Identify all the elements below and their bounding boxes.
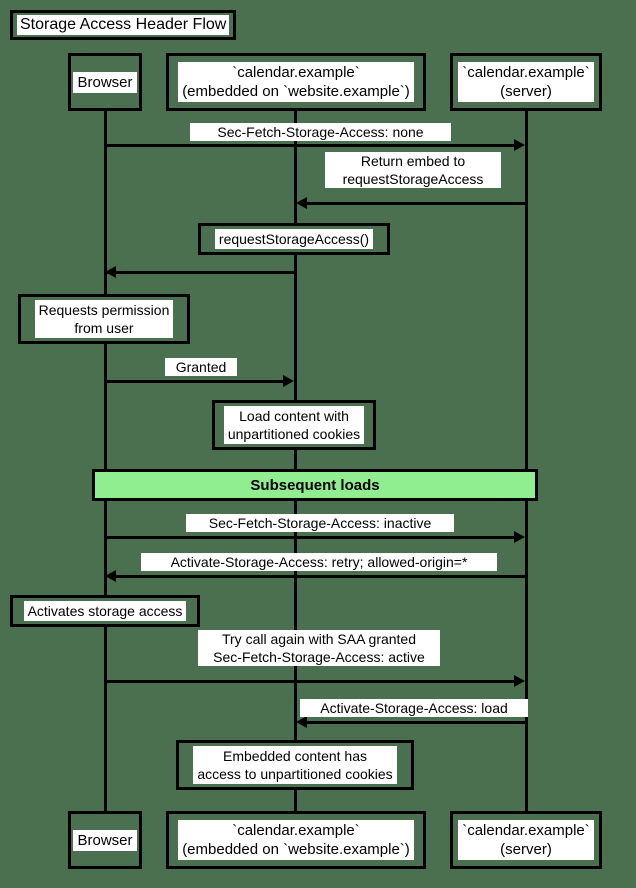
- message-line-m2: [306, 202, 527, 205]
- participant-server-top[interactable]: `calendar.example` (server): [450, 53, 602, 111]
- message-line-s1: [105, 271, 295, 274]
- message-line-m6: [105, 680, 515, 683]
- participant-label: `calendar.example` (embedded on `website…: [178, 62, 414, 102]
- note-text: requestStorageAccess(): [214, 229, 374, 249]
- section-banner-subsequent-loads: Subsequent loads: [92, 469, 538, 501]
- arrow-head-m4: [514, 531, 525, 543]
- diagram-title-box: Storage Access Header Flow: [10, 10, 237, 40]
- message-line-m5: [116, 575, 527, 578]
- message-label-m3: Granted: [165, 358, 237, 376]
- lifeline-embed: [294, 110, 297, 820]
- participant-label: Browser: [73, 829, 137, 851]
- arrow-head-m1: [514, 139, 525, 151]
- message-line-m3: [105, 380, 284, 383]
- section-banner-label: Subsequent loads: [250, 476, 380, 494]
- arrow-head-s1: [105, 266, 116, 278]
- message-label-m5: Activate-Storage-Access: retry; allowed-…: [141, 553, 497, 571]
- message-label-m2: Return embed to requestStorageAccess: [325, 152, 501, 188]
- arrow-head-m5: [105, 570, 116, 582]
- message-label-m6: Try call again with SAA granted Sec-Fetc…: [198, 630, 440, 666]
- participant-browser-bottom[interactable]: Browser: [68, 811, 142, 869]
- lifeline-server: [525, 110, 528, 820]
- message-line-m4: [105, 536, 515, 539]
- arrow-head-m6: [514, 675, 525, 687]
- participant-embed-bottom[interactable]: `calendar.example` (embedded on `website…: [166, 811, 426, 869]
- message-label-m7: Activate-Storage-Access: load: [300, 699, 528, 717]
- participant-browser-top[interactable]: Browser: [68, 53, 142, 111]
- note-text: Load content with unpartitioned cookies: [223, 406, 365, 444]
- note-embedded-content-access: Embedded content has access to unpartiti…: [176, 740, 414, 790]
- participant-label: `calendar.example` (server): [458, 820, 594, 860]
- diagram-title: Storage Access Header Flow: [17, 15, 230, 35]
- lifeline-browser: [104, 110, 107, 820]
- arrow-head-m3: [283, 375, 294, 387]
- participant-label: `calendar.example` (embedded on `website…: [178, 820, 414, 860]
- note-load-content: Load content with unpartitioned cookies: [212, 400, 376, 450]
- note-activates-storage-access: Activates storage access: [10, 595, 200, 627]
- participant-embed-top[interactable]: `calendar.example` (embedded on `website…: [166, 53, 426, 111]
- arrow-head-m2: [296, 197, 307, 209]
- message-line-m7: [306, 721, 527, 724]
- note-request-storage-access: requestStorageAccess(): [198, 223, 390, 255]
- message-label-m1: Sec-Fetch-Storage-Access: none: [190, 123, 451, 141]
- note-text: Requests permission from user: [34, 300, 174, 338]
- participant-label: Browser: [73, 71, 137, 93]
- participant-label: `calendar.example` (server): [458, 62, 594, 102]
- note-text: Embedded content has access to unpartiti…: [193, 746, 397, 784]
- arrow-head-m7: [296, 716, 307, 728]
- note-requests-permission: Requests permission from user: [18, 294, 190, 344]
- participant-server-bottom[interactable]: `calendar.example` (server): [450, 811, 602, 869]
- message-label-m4: Sec-Fetch-Storage-Access: inactive: [186, 514, 454, 532]
- note-text: Activates storage access: [23, 601, 187, 621]
- message-line-m1: [105, 144, 515, 147]
